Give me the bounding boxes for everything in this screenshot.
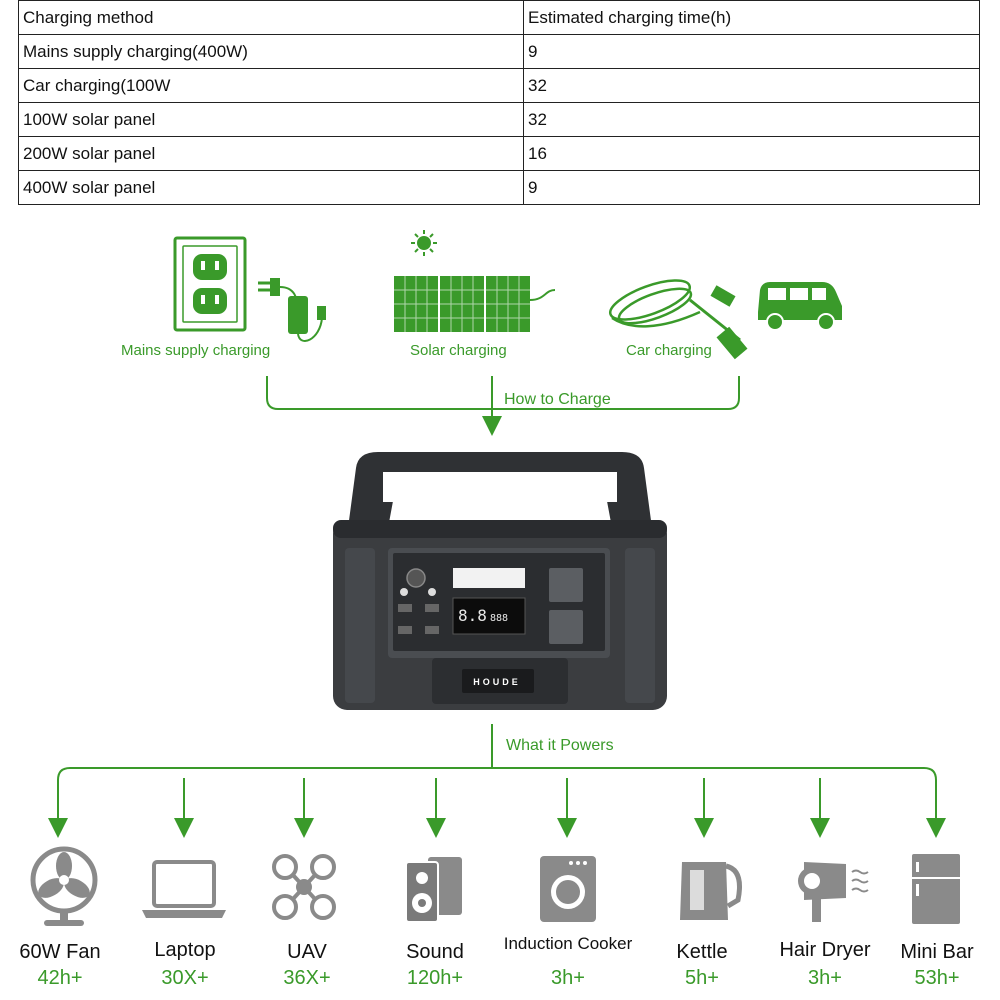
table-header-cell: Charging method: [18, 0, 524, 35]
mains-charging-label: Mains supply charging: [121, 342, 271, 359]
laptop-icon: [142, 860, 226, 918]
table-header-row: Charging method Estimated charging time(…: [18, 0, 980, 35]
appliance-runtime: 5h+: [685, 967, 719, 989]
appliance-name: 60W Fan: [19, 941, 101, 963]
fan-icon: [30, 846, 98, 926]
appliance-name: Mini Bar: [900, 941, 974, 963]
powers-flow-lines: [48, 724, 946, 838]
solar-charging-label: Solar charging: [410, 342, 507, 359]
brand-logo-text: HOUDE: [473, 677, 521, 687]
wall-outlet-icon: [173, 236, 247, 332]
appliance-runtime: 36X+: [283, 967, 331, 989]
what-it-powers-label: What it Powers: [506, 737, 614, 754]
appliance-runtime: 42h+: [37, 967, 83, 989]
appliance-runtime: 30X+: [161, 967, 209, 989]
appliance-name: UAV: [287, 941, 327, 963]
hair-dryer-icon: [798, 862, 869, 922]
appliance-name: Sound: [406, 941, 464, 963]
appliance-runtime: 3h+: [808, 967, 842, 989]
how-to-charge-label: How to Charge: [504, 391, 611, 408]
kettle-icon: [680, 862, 742, 920]
table-cell: 100W solar panel: [18, 102, 524, 137]
table-row: 200W solar panel 16: [18, 136, 980, 171]
table-cell: 400W solar panel: [18, 170, 524, 205]
table-row: 400W solar panel 9: [18, 170, 980, 205]
car-charger-cable-icon: [608, 279, 748, 360]
speaker-icon: [405, 857, 462, 923]
table-row: Car charging(100W 32: [18, 68, 980, 103]
appliance-name: Induction Cooker: [503, 934, 633, 953]
svg-text:888: 888: [490, 613, 508, 624]
appliance-runtime: 53h+: [914, 967, 960, 989]
svg-text:8.8: 8.8: [458, 606, 487, 625]
appliance-name: Laptop: [154, 939, 216, 961]
table-row: 100W solar panel 32: [18, 102, 980, 137]
appliance-name: Hair Dryer: [779, 939, 871, 961]
sun-icon: [411, 230, 437, 256]
car-charging-label: Car charging: [626, 342, 712, 359]
power-station-image: 8.8 888: [333, 452, 667, 710]
solar-panel-icon: [394, 276, 556, 332]
power-adapter-icon: [258, 278, 326, 342]
appliance-runtime: 120h+: [406, 967, 464, 989]
charging-time-table: Charging method Estimated charging time(…: [18, 0, 980, 205]
charge-flow-lines: [266, 376, 740, 436]
induction-cooker-icon: [540, 856, 596, 922]
mini-bar-icon: [912, 854, 960, 924]
table-cell: 32: [523, 102, 980, 137]
car-icon: [758, 282, 842, 331]
table-header-cell: Estimated charging time(h): [523, 0, 980, 35]
table-row: Mains supply charging(400W) 9: [18, 34, 980, 69]
appliance-runtime: 3h+: [551, 967, 585, 989]
appliance-name: Kettle: [676, 941, 728, 963]
drone-icon: [272, 854, 336, 920]
table-cell: 9: [523, 170, 980, 205]
table-cell: Car charging(100W: [18, 68, 524, 103]
table-cell: 9: [523, 34, 980, 69]
